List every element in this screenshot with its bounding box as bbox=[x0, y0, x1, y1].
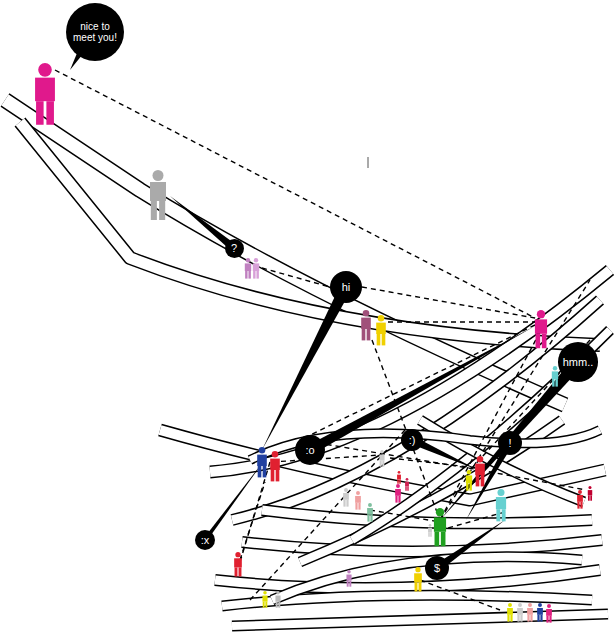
dashed-link bbox=[250, 430, 405, 600]
person-figure bbox=[245, 258, 251, 279]
person-figure bbox=[395, 484, 401, 503]
ribbon-outline bbox=[215, 570, 600, 588]
ribbon-fill bbox=[262, 510, 592, 523]
bubble-tail bbox=[308, 326, 535, 454]
speech-bubble: nice to meet you! bbox=[66, 3, 124, 61]
dashed-link bbox=[370, 510, 440, 522]
ribbon-fill bbox=[215, 570, 600, 588]
dashed-link bbox=[372, 340, 440, 520]
person-figure bbox=[537, 603, 543, 622]
person-figure bbox=[517, 603, 523, 622]
person-figure bbox=[361, 310, 371, 340]
person-figure bbox=[253, 258, 259, 279]
person-figure bbox=[577, 490, 583, 509]
tick-mark bbox=[368, 157, 369, 168]
ribbon-fill bbox=[232, 300, 600, 520]
speech-bubble: :o bbox=[295, 435, 325, 465]
person-figure bbox=[355, 491, 361, 510]
bubble-text: :x bbox=[201, 534, 210, 547]
bubble-text: :o bbox=[305, 444, 314, 457]
person-figure bbox=[434, 508, 446, 546]
bubble-text: hi bbox=[342, 281, 351, 294]
ribbon-outline bbox=[272, 557, 582, 600]
person-figure bbox=[546, 604, 552, 623]
person-figure bbox=[405, 478, 409, 491]
person-figure bbox=[496, 489, 506, 521]
bubble-tail bbox=[203, 458, 266, 541]
bubble-text: hmm.. bbox=[563, 356, 594, 369]
speech-bubble: ? bbox=[225, 239, 244, 258]
person-figure bbox=[376, 315, 386, 345]
person-figure bbox=[257, 447, 267, 477]
dashed-link bbox=[480, 470, 586, 490]
person-figure bbox=[535, 310, 547, 348]
person-figure bbox=[397, 471, 401, 484]
bubble-text: nice to meet you! bbox=[72, 21, 118, 44]
speech-bubble: hmm.. bbox=[558, 342, 599, 382]
dashed-link bbox=[362, 287, 535, 318]
bubble-tail bbox=[440, 358, 583, 520]
person-figure bbox=[428, 524, 432, 537]
person-figure bbox=[588, 486, 592, 501]
dashed-link bbox=[272, 455, 380, 462]
dashed-link bbox=[300, 325, 535, 440]
person-figure bbox=[475, 456, 485, 486]
person-figure bbox=[466, 470, 472, 491]
dashed-link bbox=[262, 268, 330, 287]
bubble-text: ? bbox=[231, 242, 237, 255]
person-figure bbox=[414, 567, 422, 592]
ribbon-fill bbox=[20, 122, 600, 345]
ribbon-outline bbox=[242, 540, 602, 552]
person-figure bbox=[507, 603, 513, 622]
person-figure bbox=[552, 366, 558, 387]
person-figure bbox=[527, 603, 533, 622]
person-figure bbox=[270, 451, 280, 481]
ribbon-fill bbox=[242, 540, 602, 552]
ribbon-fill bbox=[210, 270, 610, 472]
bubble-text: :) bbox=[409, 434, 416, 447]
dashed-link bbox=[388, 321, 535, 322]
bubble-text: $ bbox=[434, 562, 440, 575]
dashed-link bbox=[55, 70, 535, 318]
person-figure bbox=[150, 170, 166, 220]
ribbon-outline bbox=[20, 122, 600, 345]
speech-bubble: hi bbox=[330, 271, 362, 303]
person-figure bbox=[275, 591, 280, 608]
speech-bubble: $ bbox=[425, 556, 449, 580]
bubble-tail bbox=[262, 284, 351, 450]
person-figure bbox=[367, 503, 373, 522]
speech-bubble: :) bbox=[401, 429, 423, 451]
person-figure bbox=[346, 570, 351, 587]
speech-bubble: :x bbox=[195, 530, 215, 550]
person-figure bbox=[234, 552, 242, 577]
dashed-link bbox=[240, 462, 270, 562]
dashed-link bbox=[440, 280, 590, 520]
speech-bubble: ! bbox=[498, 431, 522, 455]
person-figure bbox=[343, 488, 349, 507]
person-figure bbox=[379, 450, 384, 467]
bubble-text: ! bbox=[508, 437, 511, 450]
person-figure bbox=[35, 63, 55, 125]
ribbon-outline bbox=[210, 270, 610, 472]
ribbon-fill bbox=[272, 557, 582, 600]
ribbon-outline bbox=[232, 300, 600, 520]
dashed-link bbox=[420, 580, 500, 610]
person-figure bbox=[262, 591, 267, 608]
ribbon-outline bbox=[262, 510, 592, 523]
